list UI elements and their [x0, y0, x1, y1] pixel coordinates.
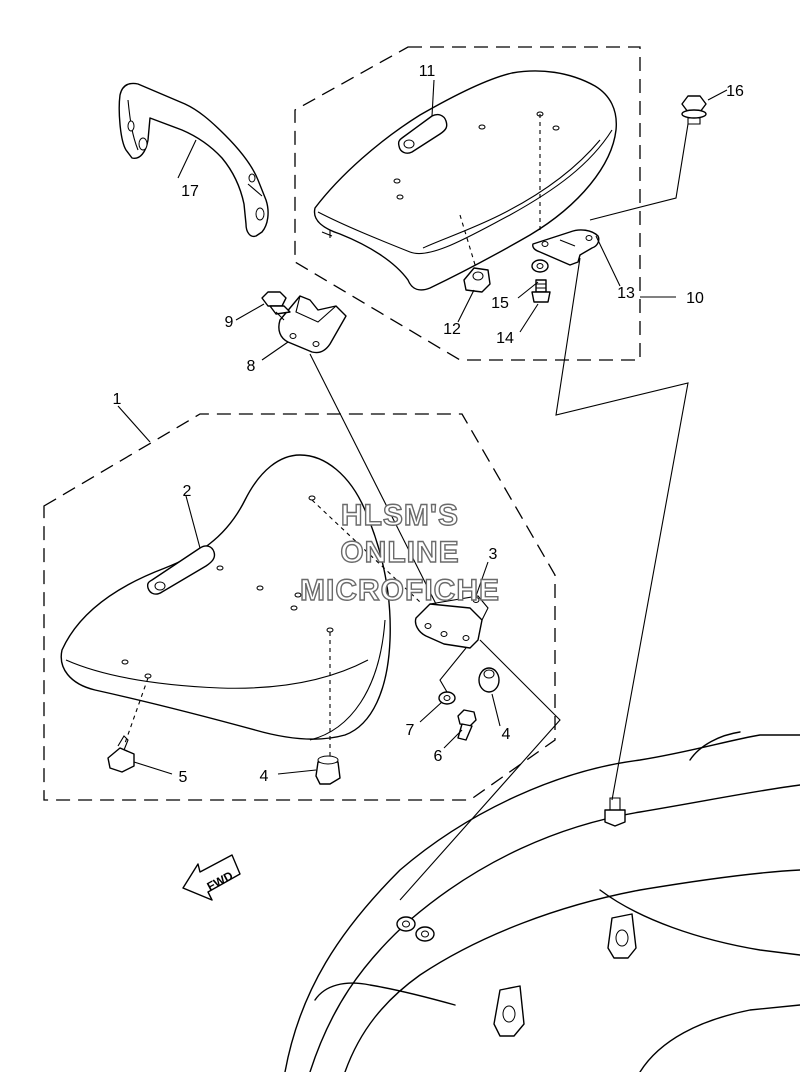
group-box-rider-seat	[43, 413, 556, 801]
backrest-bar	[118, 82, 269, 238]
rear-fender	[284, 731, 800, 1072]
callout-7: 7	[406, 722, 415, 739]
callout-4-right: 4	[502, 726, 511, 743]
bolt-6	[457, 709, 477, 741]
callout-numbers: 11 16 17 13 10 15 12 14 9 8 1 2 3 7 4 6 …	[113, 63, 744, 786]
callout-10: 10	[686, 290, 704, 307]
group-box-passenger-seat	[294, 46, 641, 361]
callout-3: 3	[489, 546, 498, 563]
callout-15: 15	[491, 295, 509, 312]
clip-5	[107, 735, 135, 773]
callout-13: 13	[617, 285, 635, 302]
nut-12	[463, 267, 491, 293]
callout-17: 17	[181, 183, 199, 200]
rider-seat	[60, 454, 391, 741]
callout-16: 16	[726, 83, 744, 100]
watermark-line-1: HLSM'S	[341, 499, 459, 532]
callout-11: 11	[419, 63, 436, 80]
watermark-line-2: ONLINE	[340, 536, 459, 569]
bracket-3	[414, 595, 489, 649]
bracket-8	[278, 295, 347, 354]
callout-1: 1	[113, 391, 122, 408]
damper-4-bottom	[315, 755, 341, 785]
callout-6: 6	[434, 748, 443, 765]
leader-lines	[117, 79, 728, 901]
callout-4-bottom: 4	[260, 768, 269, 785]
alignment-lines	[123, 114, 541, 756]
callout-14: 14	[496, 330, 514, 347]
bracket-13	[532, 229, 600, 266]
callout-12: 12	[443, 321, 461, 338]
forward-direction-arrow: FWD	[182, 854, 241, 901]
passenger-seat	[313, 70, 617, 291]
watermark-line-3: MICROFICHE	[300, 574, 500, 607]
damper-4-right	[478, 667, 500, 693]
callout-8: 8	[247, 358, 256, 375]
watermark: HLSM'S ONLINE MICROFICHE	[299, 498, 500, 607]
bolt-14	[531, 279, 551, 303]
callout-9: 9	[225, 314, 234, 331]
callout-2: 2	[183, 483, 192, 500]
bolt-16	[681, 95, 707, 125]
bolt-9	[261, 291, 291, 321]
callout-5: 5	[179, 769, 188, 786]
